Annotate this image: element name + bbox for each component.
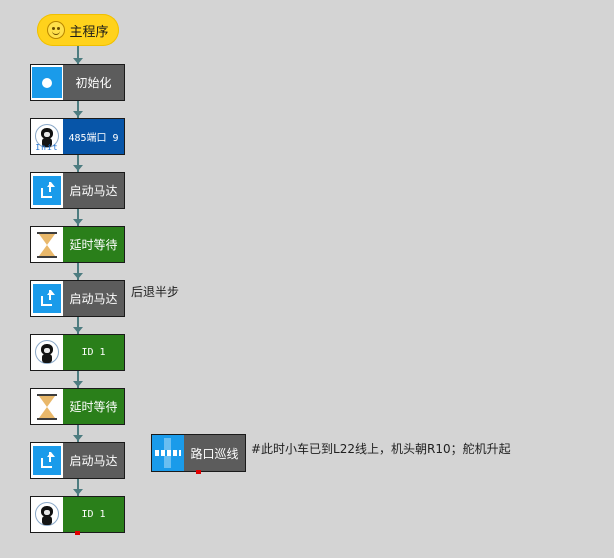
smiley-icon: [47, 21, 66, 39]
delay-wait-block[interactable]: 延时等待: [30, 226, 125, 263]
block-label: 初始化: [75, 76, 112, 90]
robot-bear-icon: [31, 335, 63, 370]
start-motor-block[interactable]: 启动马达: [30, 280, 125, 317]
servo-id-block[interactable]: ID 1: [30, 496, 125, 533]
block-label: ID 1: [81, 347, 106, 358]
connector-arrow: [73, 58, 83, 64]
block-label: 启动马达: [69, 184, 118, 198]
line-patrol-icon: [152, 435, 184, 471]
hourglass-icon: [31, 389, 63, 424]
block-label: ID 1: [81, 509, 106, 520]
block-label: 485端口 9: [68, 133, 119, 144]
block-label: 启动马达: [69, 292, 118, 306]
block-label: 延时等待: [69, 400, 118, 414]
main-program-start-block[interactable]: 主程序: [37, 14, 119, 46]
output-port-handle[interactable]: [75, 531, 80, 535]
hourglass-icon: [31, 227, 63, 262]
connector-line: [77, 371, 79, 388]
connector-arrow: [73, 489, 83, 495]
connector-line: [77, 425, 79, 442]
init-dot-icon: [31, 65, 63, 100]
block-label: 路口巡线: [190, 446, 239, 461]
robot-bear-icon: [31, 497, 63, 532]
connector-line: [77, 46, 79, 66]
connector-arrow: [73, 219, 83, 225]
servo-id-block[interactable]: ID 1: [30, 334, 125, 371]
output-port-handle[interactable]: [196, 470, 201, 474]
block-label: 延时等待: [69, 238, 118, 252]
robot-bear-icon: Init: [31, 119, 63, 154]
init-block[interactable]: 初始化: [30, 64, 125, 101]
motor-arrow-icon: [31, 443, 63, 478]
connector-arrow: [73, 435, 83, 441]
block-label: 启动马达: [69, 454, 118, 468]
connector-line: [77, 155, 79, 172]
start-label: 主程序: [69, 24, 109, 40]
motor-arrow-icon: [31, 281, 63, 316]
connector-arrow: [73, 111, 83, 117]
connector-line: [77, 317, 79, 334]
comment-note[interactable]: #此时小车已到L22线上，机头朝R10；舵机升起: [251, 442, 511, 456]
start-motor-block[interactable]: 启动马达: [30, 442, 125, 479]
comment-back-half-step[interactable]: 后退半步: [131, 285, 180, 299]
delay-wait-block[interactable]: 延时等待: [30, 388, 125, 425]
connector-arrow: [73, 327, 83, 333]
line-patrol-block[interactable]: 路口巡线: [151, 434, 246, 472]
start-motor-block[interactable]: 启动马达: [30, 172, 125, 209]
connector-arrow: [73, 381, 83, 387]
connector-arrow: [73, 273, 83, 279]
connector-line: [77, 263, 79, 280]
connector-line: [77, 209, 79, 226]
init-icon-text: Init: [35, 142, 59, 152]
motor-arrow-icon: [31, 173, 63, 208]
connector-line: [77, 101, 79, 118]
connector-arrow: [73, 165, 83, 171]
port-485-block[interactable]: Init 485端口 9: [30, 118, 125, 155]
connector-line: [77, 479, 79, 496]
